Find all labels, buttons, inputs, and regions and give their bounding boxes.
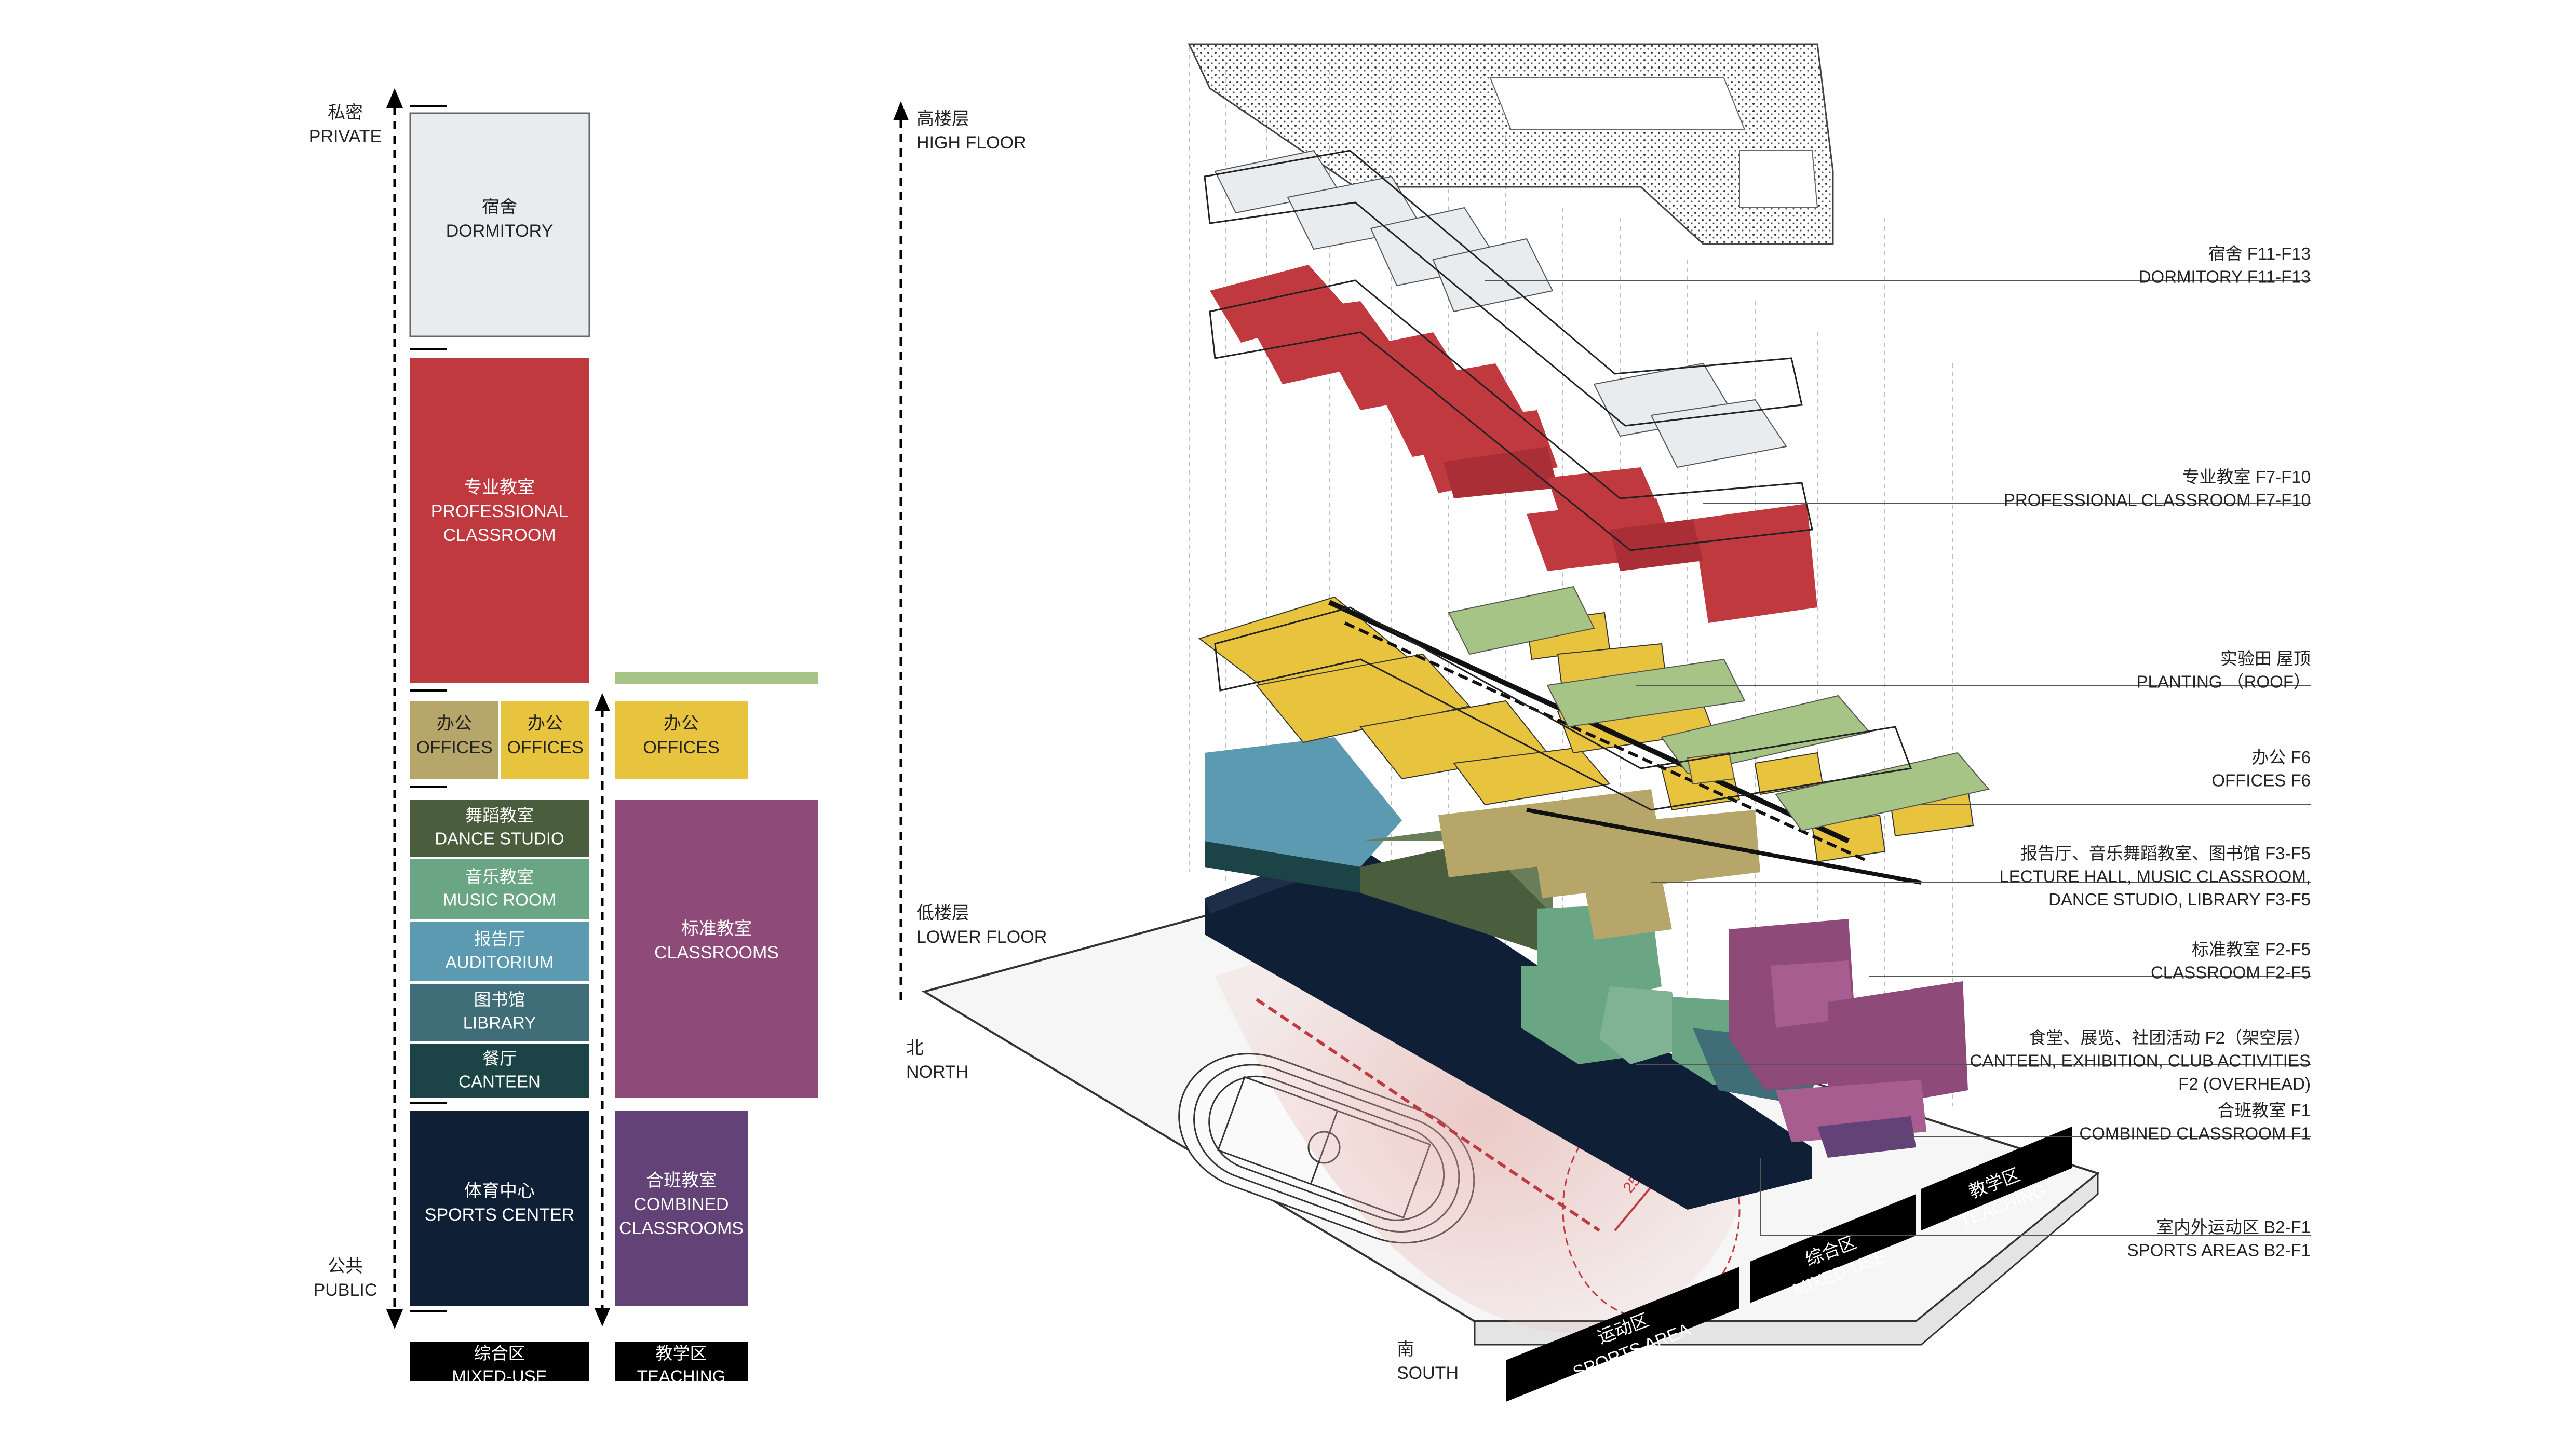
planting-strip — [615, 672, 818, 684]
canteen-block — [410, 1044, 589, 1098]
offices-block-b — [501, 701, 589, 779]
teaching-offices-block — [615, 701, 748, 779]
roof-canopy — [1188, 43, 1834, 245]
sports-center-block — [410, 1111, 589, 1306]
mixed-use-tag — [410, 1342, 589, 1381]
offices-block-a — [410, 701, 498, 779]
zone-tag-teaching — [1921, 1127, 2072, 1230]
professional-classroom-block — [410, 358, 589, 683]
library-block — [410, 984, 589, 1041]
planting-roof — [1448, 586, 1990, 832]
dance-studio-block — [410, 800, 589, 857]
classrooms-block — [615, 800, 818, 1098]
zone-tag-sports — [1506, 1267, 1739, 1402]
teaching-tag — [615, 1342, 748, 1381]
dormitory-volumes — [1214, 150, 1787, 468]
callout-leaders — [1485, 280, 2311, 1236]
callout-canteen: 食堂、展览、社团活动 F2（架空层）CANTEEN, EXHIBITION, C… — [1970, 1028, 2311, 1093]
music-room-block — [410, 859, 589, 919]
professional-volumes — [1210, 265, 1817, 623]
floor-outlines — [1204, 150, 1912, 811]
combined-classrooms-block — [615, 1111, 748, 1306]
lecture-volumes — [1438, 789, 1760, 940]
auditorium-block — [410, 922, 589, 981]
zone-tag-mixed — [1750, 1194, 1916, 1303]
dormitory-block — [409, 112, 590, 337]
teaching-volumes — [1563, 800, 1968, 1158]
